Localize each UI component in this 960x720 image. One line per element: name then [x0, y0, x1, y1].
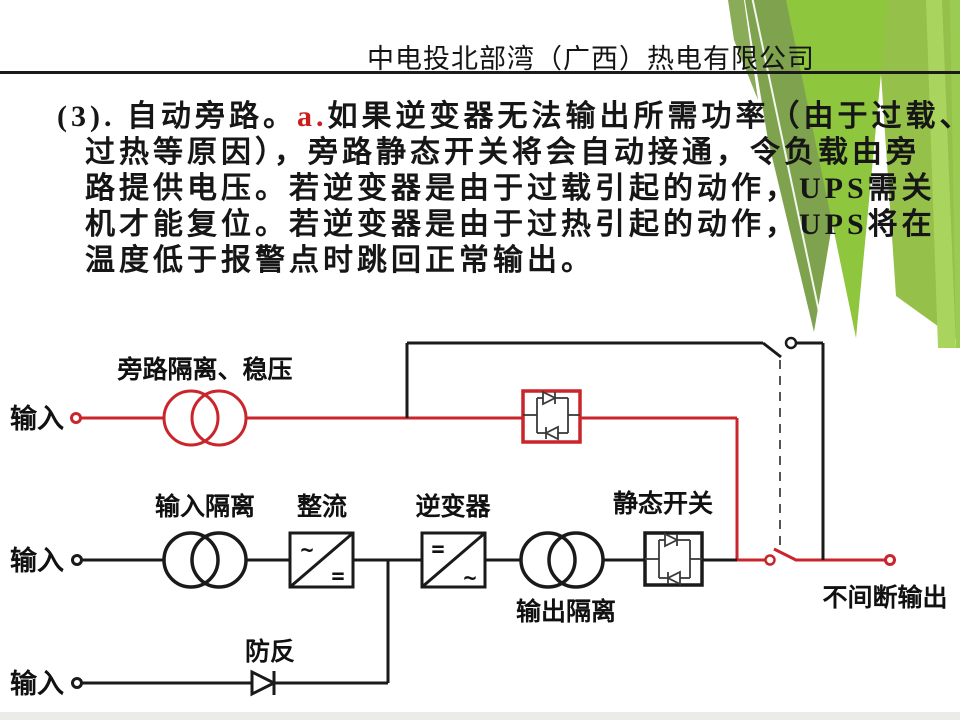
label-output-isolation: 输出隔离: [516, 597, 616, 626]
corner-decoration: [728, 0, 960, 349]
label-input-mid: 输入: [10, 545, 64, 576]
header-divider: [0, 71, 960, 74]
label-rectifier: 整流: [297, 493, 347, 521]
body-text: (3). 自动旁路。a.如果逆变器无法输出所需功率（由于过载、 过热等原因），旁…: [57, 99, 960, 279]
bypass-path: [70, 389, 896, 566]
text-line-1: (3). 自动旁路。a.如果逆变器无法输出所需功率（由于过载、: [57, 99, 960, 135]
inverter-ac-symbol: ~: [463, 566, 476, 591]
label-bypass-isolation: 旁路隔离、稳压: [116, 355, 292, 384]
text-line-3: 路提供电压。若逆变器是由于过载引起的动作，UPS需关: [85, 172, 936, 205]
line-prefix: (3). 自动旁路。: [57, 100, 297, 133]
static-switch-diodes-icon: [645, 532, 702, 586]
inverter-dc-symbol: =: [431, 537, 444, 562]
label-static-switch: 静态开关: [613, 489, 713, 518]
ups-diagram: ~ = = ~ 旁路隔离、稳压 输入 输入 输入 输入隔离 整流 逆变器 静态开…: [10, 336, 948, 699]
input-terminal-icon: [71, 677, 83, 689]
rectifier-ac-symbol: ~: [300, 538, 313, 563]
bypass-transformer-icon: [162, 389, 248, 447]
bottom-strip: [0, 712, 960, 720]
text-line-4: 机才能复位。若逆变器是由于过热引起的动作，UPS将在: [85, 208, 936, 241]
marker-a: a.: [296, 100, 328, 133]
text-line-5: 温度低于报警点时跳回正常输出。: [85, 244, 595, 277]
green-wedge-icon: [950, 0, 960, 348]
output-switch-blade-icon: [773, 547, 797, 562]
rectifier-dc-symbol: =: [331, 564, 344, 589]
bypass-switch-diodes-icon: [523, 390, 580, 441]
label-inverter: 逆变器: [415, 492, 491, 521]
page-title: 中电投北部湾（广西）热电有限公司: [367, 44, 815, 74]
label-input-isolation: 输入隔离: [155, 492, 255, 521]
line-rest: 如果逆变器无法输出所需功率（由于过载、: [327, 100, 960, 133]
main-path: [71, 531, 737, 697]
label-input-top: 输入: [10, 403, 64, 434]
input-transformer-icon: [162, 531, 248, 589]
anti-reverse-diode-icon: [250, 669, 278, 697]
text-line-2: 过热等原因），旁路静态开关将会自动接通，令负载由旁: [85, 136, 920, 169]
input-terminal-icon: [71, 554, 83, 566]
output-transformer-icon: [519, 531, 605, 589]
top-switch-blade-icon: [762, 341, 782, 359]
label-ups-output: 不间断输出: [822, 583, 947, 612]
top-switch-pivot-icon: [784, 336, 798, 350]
bypass-static-switch-icon: [521, 389, 582, 444]
output-switch-pivot-icon: [764, 554, 776, 566]
input-terminal-icon: [70, 412, 82, 424]
label-anti-reverse: 防反: [245, 638, 295, 666]
maintenance-bypass-branch: [405, 336, 825, 560]
label-input-bottom: 输入: [10, 668, 64, 699]
output-terminal-icon: [884, 554, 896, 566]
